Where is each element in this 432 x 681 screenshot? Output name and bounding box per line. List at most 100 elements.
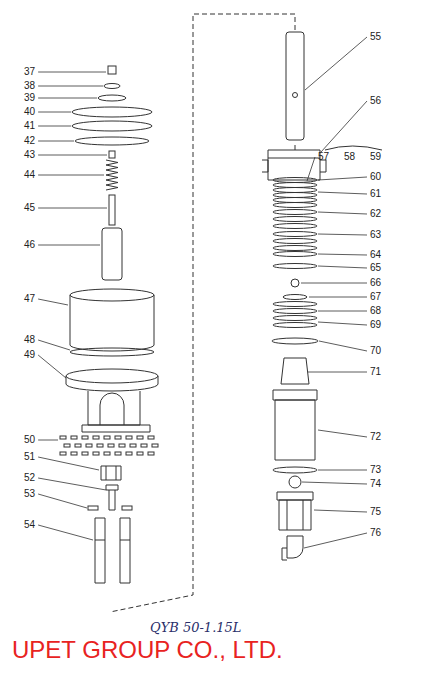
small-part xyxy=(130,444,136,447)
knob xyxy=(108,66,116,74)
packing-ring xyxy=(273,309,317,314)
callout-number: 37 xyxy=(24,66,35,78)
leader-line xyxy=(38,98,97,99)
callout-number: 64 xyxy=(370,249,381,261)
washer xyxy=(98,95,126,101)
small-part xyxy=(104,436,110,439)
callout-number: 61 xyxy=(370,188,381,200)
washer xyxy=(272,338,318,344)
leaders xyxy=(38,37,367,548)
callout-number: 73 xyxy=(370,464,381,476)
callout-number: 56 xyxy=(370,95,381,107)
callout-number: 60 xyxy=(370,171,381,183)
callout-number: 66 xyxy=(370,277,381,289)
leader-line xyxy=(38,86,103,87)
small-part xyxy=(137,436,143,439)
leader-line xyxy=(38,175,104,176)
model-note: QYB 50-1.15L xyxy=(150,620,241,636)
pin xyxy=(109,151,115,158)
leader-line xyxy=(318,430,367,437)
leader-line xyxy=(318,254,367,255)
leader-line xyxy=(38,245,100,246)
packing-ring xyxy=(273,252,317,257)
callout-number: 50 xyxy=(24,434,35,446)
callout-number: 47 xyxy=(24,293,35,305)
leader-line xyxy=(38,208,107,209)
nut xyxy=(281,358,309,384)
small-part xyxy=(115,436,121,439)
small-part xyxy=(60,436,66,439)
packing-ring xyxy=(273,210,317,215)
packing-ring xyxy=(273,183,317,188)
leader-line xyxy=(318,470,367,471)
leader-line xyxy=(302,482,367,484)
small-part xyxy=(108,444,114,447)
leader-line xyxy=(308,372,367,373)
disc xyxy=(72,121,152,131)
callout-number: 59 xyxy=(370,151,381,163)
leader-line xyxy=(307,157,315,181)
callout-number: 55 xyxy=(370,31,381,43)
leader-line xyxy=(38,155,107,156)
leader-line xyxy=(38,340,70,350)
leader-line xyxy=(305,37,367,90)
hole xyxy=(293,93,298,98)
leader-line xyxy=(318,322,367,325)
small-part xyxy=(75,444,81,447)
leader-line xyxy=(38,141,74,142)
leader-line xyxy=(38,478,106,490)
callout-number: 76 xyxy=(370,527,381,539)
callout-number: 53 xyxy=(24,488,35,500)
small-part xyxy=(126,436,132,439)
packing-ring xyxy=(273,316,317,321)
callout-number: 68 xyxy=(370,305,381,317)
leader-line xyxy=(314,510,367,512)
pump-cylinder xyxy=(273,390,317,460)
leader-line xyxy=(38,299,68,305)
leader-line xyxy=(38,525,93,540)
packing-ring xyxy=(273,193,317,198)
leader-line xyxy=(318,234,367,235)
gasket xyxy=(70,348,154,356)
callout-number: 69 xyxy=(370,319,381,331)
spring xyxy=(106,160,118,190)
small-part xyxy=(82,452,88,455)
leader-line xyxy=(301,283,367,284)
leader-line xyxy=(318,266,367,268)
callout-number: 48 xyxy=(24,334,35,346)
callout-number: 43 xyxy=(24,149,35,161)
leader-line xyxy=(38,126,71,127)
callout-number: 46 xyxy=(24,239,35,251)
callout-number: 57 xyxy=(318,151,329,163)
seal-ring xyxy=(75,137,149,145)
packing-ring xyxy=(283,295,307,300)
callout-number: 42 xyxy=(24,135,35,147)
callout-number: 62 xyxy=(370,208,381,220)
disc xyxy=(72,107,152,117)
leader-line xyxy=(318,212,367,214)
ball xyxy=(291,279,299,287)
shaft xyxy=(95,518,130,583)
callout-number: 52 xyxy=(24,472,35,484)
pump-head xyxy=(262,145,326,180)
watermark: UPET GROUP CO., LTD. xyxy=(12,636,283,664)
small-parts xyxy=(60,436,158,455)
small-part xyxy=(119,444,125,447)
callout-number: 63 xyxy=(370,229,381,241)
packing-stack xyxy=(273,178,317,328)
small-part xyxy=(60,452,66,455)
callout-number: 71 xyxy=(370,366,381,378)
packing-ring xyxy=(273,198,317,203)
leader-line xyxy=(38,440,58,441)
leader-line xyxy=(38,112,71,113)
bracket xyxy=(325,146,382,150)
leader-line xyxy=(38,494,87,508)
leader-line xyxy=(318,177,367,180)
nut xyxy=(101,466,121,480)
callout-number: 39 xyxy=(24,92,35,104)
packing-ring xyxy=(273,232,317,237)
small-part xyxy=(126,452,132,455)
packing-ring xyxy=(273,203,317,208)
ball xyxy=(289,476,301,488)
rod xyxy=(109,195,115,225)
